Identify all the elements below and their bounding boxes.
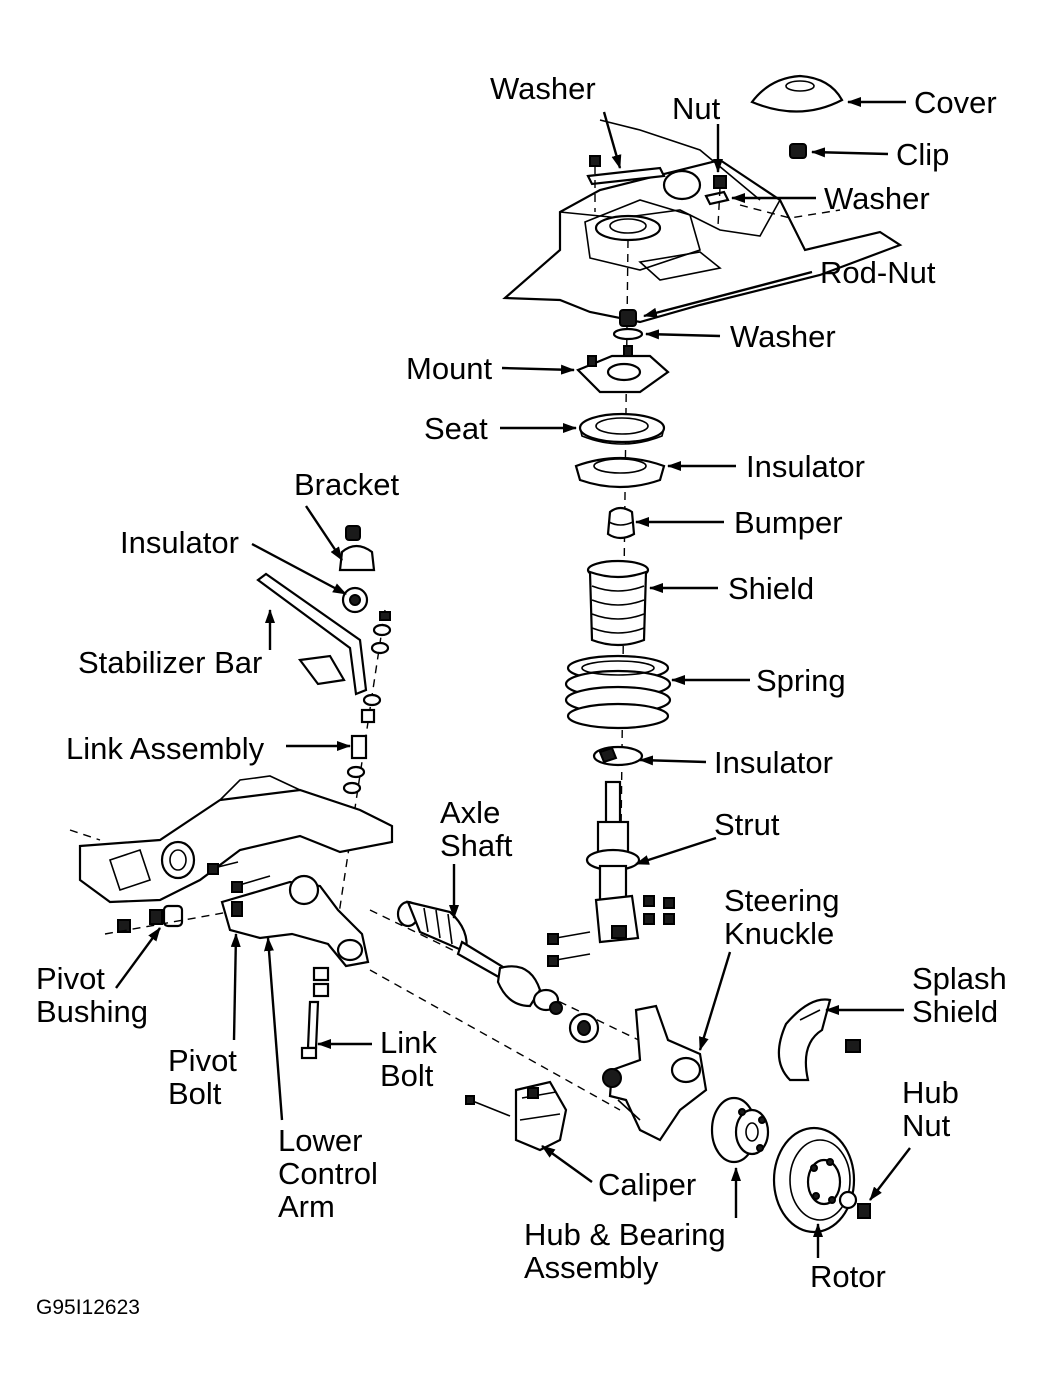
pivot-bolts [207, 861, 271, 893]
label-rod-nut: Rod-Nut [820, 255, 936, 290]
mount-part [576, 345, 670, 394]
label-mount: Mount [406, 351, 493, 386]
rotor-part [772, 1126, 871, 1234]
clip-part [789, 143, 807, 159]
label-clip: Clip [896, 137, 950, 172]
label-insulator-left: Insulator [120, 525, 239, 560]
lower-control-arm-part [220, 874, 370, 968]
link-bolt-part [300, 966, 330, 1060]
splash-shield-part [777, 998, 861, 1082]
strut-bolts [547, 895, 675, 967]
link-assembly-part [334, 609, 392, 941]
label-nut: Nut [672, 91, 721, 126]
label-shield: Shield [728, 571, 815, 606]
axle-seal-part [568, 1012, 600, 1044]
label-washer-mid: Washer [730, 319, 836, 354]
shield-part [586, 559, 650, 647]
label-spring: Spring [756, 663, 846, 698]
label-caliper: Caliper [598, 1167, 697, 1202]
label-insulator-lower: Insulator [714, 745, 833, 780]
cover-part [750, 74, 844, 113]
assembly-line-2 [369, 969, 621, 1111]
axle-shaft-part [396, 900, 563, 1015]
label-bumper: Bumper [734, 505, 843, 540]
stabilizer-insulator-part [341, 586, 369, 614]
label-rotor: Rotor [810, 1259, 886, 1294]
bumper-part [606, 506, 636, 540]
figure-code: G95I12623 [36, 1296, 140, 1319]
caliper-part [465, 1080, 568, 1152]
label-bracket: Bracket [294, 467, 400, 502]
hub-bearing-part [710, 1096, 770, 1164]
bracket-part [338, 525, 376, 572]
stabilizer-bar-part [256, 572, 368, 696]
lower-insulator-part [592, 745, 644, 767]
label-cover: Cover [914, 85, 997, 120]
label-washer-right: Washer [824, 181, 930, 216]
label-strut: Strut [714, 807, 780, 842]
crossmember-part [69, 775, 394, 904]
label-seat: Seat [424, 411, 488, 446]
strut-part [585, 780, 641, 944]
strut-tower [502, 119, 903, 324]
steering-knuckle-part [602, 1004, 708, 1142]
leader-arrows [115, 97, 911, 1258]
rod-nut-part [612, 309, 644, 341]
seat-part [578, 412, 666, 445]
label-link-assembly: Link Assembly [66, 731, 265, 766]
label-stabilizer-bar: Stabilizer Bar [78, 645, 263, 680]
label-insulator-upper: Insulator [746, 449, 865, 484]
spring-part [564, 654, 672, 730]
top-washer-part [586, 155, 730, 227]
pivot-bushing-part [104, 904, 241, 935]
label-washer-top: Washer [490, 71, 596, 106]
upper-insulator-part [574, 456, 666, 489]
